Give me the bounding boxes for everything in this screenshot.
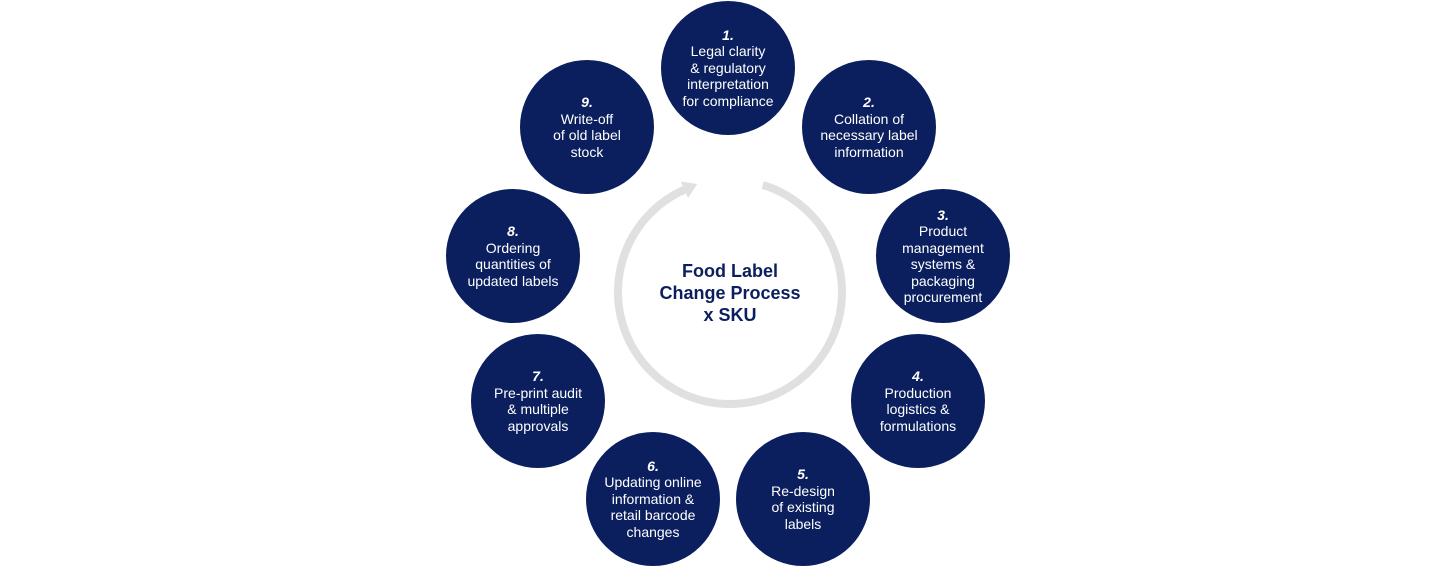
step-text-line: necessary label (820, 127, 918, 143)
step-text-line: Legal clarity (690, 43, 766, 60)
step-text-line: formulations (879, 417, 957, 434)
step-text-line: interpretation (687, 76, 769, 93)
step-text-line: systems & (910, 256, 976, 272)
step-text-line: information (834, 143, 904, 160)
title-line: Food Label (682, 261, 778, 281)
title-line: Change Process (659, 283, 801, 303)
arrow-head-icon (680, 181, 698, 198)
cycle-arc (614, 181, 846, 408)
diagram-title: Food Label Change Process x SKU (630, 260, 830, 326)
step-number: 7. (532, 368, 544, 384)
step-text-line: Pre-print audit (494, 384, 582, 401)
step-text-line: procurement (903, 289, 983, 305)
step-text-line: updated labels (467, 272, 559, 289)
title-line: x SKU (703, 305, 757, 325)
step-text-line: retail barcode (610, 507, 696, 524)
step-number: 6. (647, 457, 659, 474)
step-text-line: & multiple (507, 401, 569, 417)
step-text-line: management (902, 239, 984, 256)
step-number: 1. (722, 26, 734, 43)
step-text-line: Product (918, 223, 968, 239)
step-text-line: Re-design (771, 482, 835, 499)
step-text-line: packaging (911, 272, 975, 289)
step-text-line: Write-off (560, 110, 614, 127)
step-text-line: labels (784, 515, 822, 532)
step-text-line: of old label (553, 127, 621, 143)
step-number: 4. (912, 368, 924, 384)
step-text-line: of existing (771, 499, 835, 515)
step-text-line: logistics & (886, 401, 950, 417)
step-number: 2. (863, 94, 875, 110)
step-text-line: & regulatory (690, 59, 766, 76)
step-text-line: Collation of (833, 110, 905, 127)
step-text-line: Production (884, 384, 952, 401)
step-number: 9. (581, 94, 593, 110)
step-text-line: stock (570, 143, 604, 160)
step-text-line: Ordering (485, 239, 541, 256)
step-text-line: for compliance (682, 92, 774, 109)
step-text-line: quantities of (475, 256, 551, 272)
step-number: 3. (937, 206, 949, 223)
step-text-line: Updating online (604, 474, 702, 491)
step-text-line: information & (611, 490, 695, 507)
step-text-line: approvals (507, 417, 569, 434)
step-text-line: changes (626, 523, 680, 540)
step-number: 8. (507, 223, 519, 239)
step-number: 5. (797, 466, 809, 482)
